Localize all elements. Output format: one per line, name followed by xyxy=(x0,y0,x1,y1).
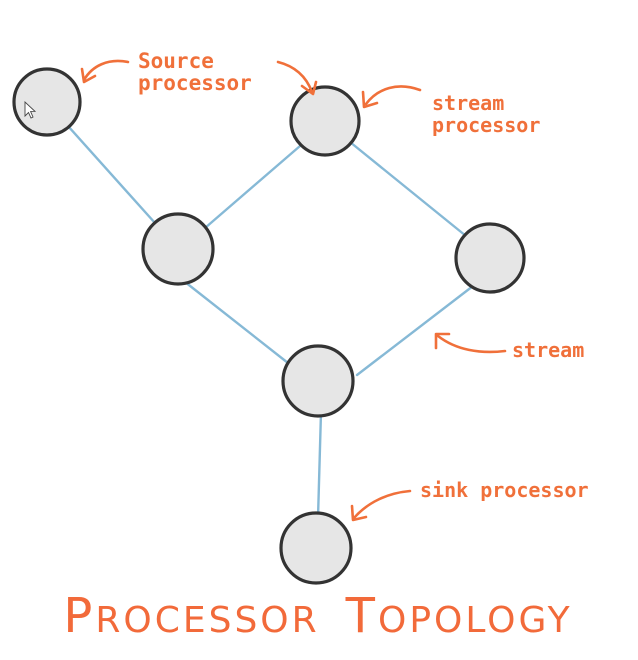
stream-processor-node-center[interactable] xyxy=(281,344,355,418)
edge-top-to-left xyxy=(203,144,302,230)
diagram-title: PROCESSOR TOPOLOGY xyxy=(63,588,572,644)
edge-right-to-center xyxy=(355,284,475,377)
stream-processor-node-top[interactable] xyxy=(289,85,361,157)
sink-processor-node[interactable] xyxy=(279,511,353,585)
stream-processor-node-left[interactable] xyxy=(141,212,215,286)
title-word1-rest: ROCESSOR xyxy=(95,600,319,641)
stream-processor-label-line2: processor xyxy=(432,113,540,137)
sink-processor-annotation: sink processor xyxy=(350,478,589,522)
sink-label: sink processor xyxy=(420,478,589,502)
source-label-line2: processor xyxy=(138,71,252,95)
processor-nodes xyxy=(12,67,526,585)
stream-arrow xyxy=(436,334,507,354)
source-arrow-right-head xyxy=(300,80,318,96)
stream-processor-arrow-head xyxy=(361,90,379,109)
sink-arrow-head xyxy=(350,504,368,522)
title-word1-initial: P xyxy=(63,588,95,644)
sink-arrow xyxy=(352,489,412,520)
stream-label: stream xyxy=(512,338,584,362)
source-processor-annotation: Source processor xyxy=(80,49,318,96)
source-processor-node[interactable] xyxy=(12,67,82,137)
source-label-line1: Source xyxy=(138,49,214,73)
stream-arrow-head xyxy=(434,332,451,350)
edge-top-to-right xyxy=(348,140,468,238)
stream-annotation: stream xyxy=(434,332,584,362)
edge-source-to-left xyxy=(66,124,157,225)
stream-edges xyxy=(66,124,475,520)
stream-processor-node-right[interactable] xyxy=(454,222,526,294)
stream-processor-arrow xyxy=(364,85,422,106)
title-word2-initial: T xyxy=(345,588,378,644)
stream-processor-label-line1: stream xyxy=(432,91,504,115)
title-word2-rest: OPOLOGY xyxy=(378,600,573,641)
edge-left-to-center xyxy=(178,276,290,365)
edge-center-to-sink xyxy=(316,410,323,520)
source-arrow-left-head xyxy=(80,67,97,84)
stream-processor-annotation: stream processor xyxy=(361,85,540,137)
source-arrow-right xyxy=(276,60,314,94)
mouse-pointer-icon xyxy=(24,100,37,119)
source-arrow-left xyxy=(82,59,130,82)
